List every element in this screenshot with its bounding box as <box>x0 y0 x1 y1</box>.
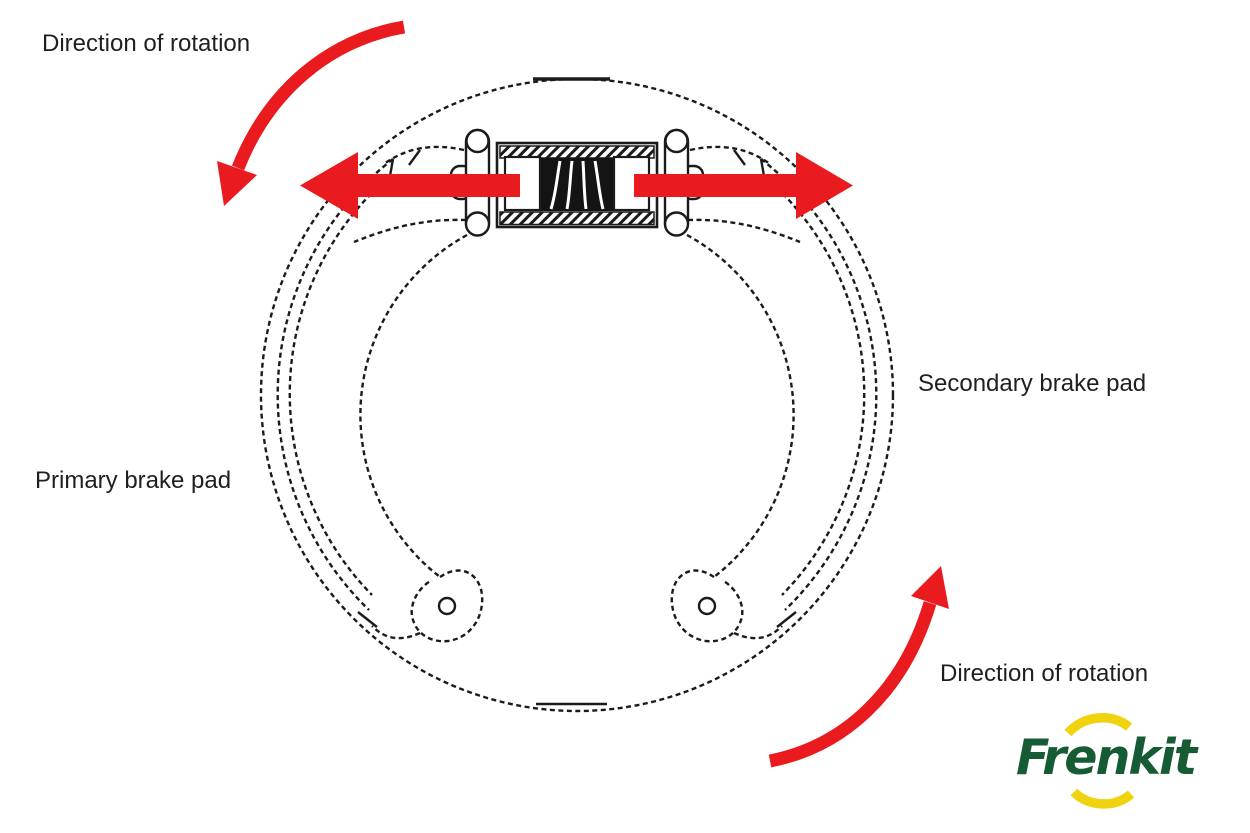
primary-brake-shoe <box>276 145 484 643</box>
secondary-arm-tick <box>733 149 746 166</box>
primary-lobe-connector <box>371 625 421 640</box>
label-secondary-brake-pad: Secondary brake pad <box>918 370 1147 397</box>
secondary-lining-cap-bottom <box>776 611 797 628</box>
primary-web-arc <box>359 233 468 578</box>
spring-housing <box>538 158 616 211</box>
secondary-anchor-lobe <box>670 569 744 643</box>
primary-lining-inner-arc <box>288 175 391 596</box>
secondary-lining-cap-top <box>759 158 766 177</box>
cylinder-hatch-bottom <box>499 211 655 226</box>
secondary-web-arc <box>686 233 795 578</box>
label-direction-of-rotation-bottom-right: Direction of rotation <box>940 660 1149 687</box>
frenkit-logo: Frenkit <box>1016 729 1197 786</box>
secondary-lining-inner-arc <box>763 175 866 596</box>
expansion-arrow-right-icon <box>634 152 853 219</box>
frenkit-logo-arcs <box>1064 713 1135 809</box>
rotation-arrow-top-left-icon <box>217 20 406 206</box>
primary-arm-bottom <box>353 218 467 244</box>
label-primary-brake-pad: Primary brake pad <box>35 467 232 494</box>
primary-anchor-lobe <box>410 569 484 643</box>
logo-arc-bottom <box>1070 788 1135 809</box>
secondary-anchor-hole <box>697 596 717 616</box>
secondary-lining-outer-arc <box>760 158 878 611</box>
secondary-arm-bottom <box>687 218 801 244</box>
brake-drum <box>259 77 895 713</box>
primary-lining-cap-bottom <box>357 611 378 628</box>
primary-anchor-hole <box>437 596 457 616</box>
secondary-brake-shoe <box>670 145 878 643</box>
coil-spring-icon <box>549 160 605 210</box>
primary-arm-top <box>383 145 465 165</box>
label-direction-of-rotation-top-left: Direction of rotation <box>42 30 251 57</box>
expansion-arrow-left-icon <box>300 152 520 219</box>
primary-lining-outer-arc <box>276 158 394 611</box>
rotation-arrow-bottom-right-icon <box>768 566 949 768</box>
secondary-arm-top <box>689 145 771 165</box>
primary-lining-cap-top <box>388 158 395 177</box>
secondary-lobe-connector <box>733 625 783 640</box>
logo-arc-top <box>1064 713 1133 737</box>
expansion-arrows <box>300 152 853 219</box>
primary-arm-tick <box>408 149 421 166</box>
